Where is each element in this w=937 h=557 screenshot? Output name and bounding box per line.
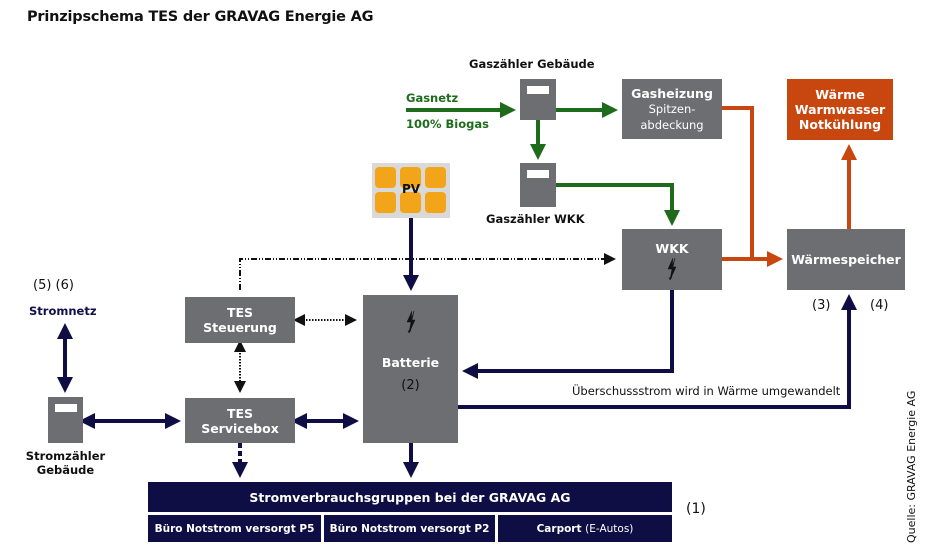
surplus-label: Überschussstrom wird in Wärme umgewandel… bbox=[572, 384, 841, 398]
power-meter-label-1: Stromzähler bbox=[25, 449, 106, 463]
pv-panel: PV bbox=[372, 163, 450, 218]
gasheizung-title: Gasheizung bbox=[631, 85, 713, 101]
consumers-header: Stromverbrauchsgruppen bei der GRAVAG AG bbox=[148, 482, 672, 512]
pv-cell bbox=[400, 167, 421, 188]
pv-cell bbox=[375, 167, 396, 188]
consumer-group: Carport (E-Autos) bbox=[498, 515, 672, 542]
gas-meter-building-label: Gaszähler Gebäude bbox=[469, 57, 595, 71]
power-meter-label: Stromzähler Gebäude bbox=[23, 449, 108, 477]
meter-display bbox=[55, 404, 77, 412]
pv-cell bbox=[400, 192, 421, 213]
lightning-icon bbox=[406, 311, 415, 334]
tes-servicebox-line-1: TES bbox=[226, 405, 254, 421]
pv-cell bbox=[375, 192, 396, 213]
consumer-group: Büro Notstrom versorgt P2 bbox=[324, 515, 495, 542]
lightning-icon bbox=[667, 258, 677, 281]
heat-line-gasheizung-to-speicher bbox=[722, 106, 754, 259]
tes-steuerung-line-1: TES bbox=[226, 305, 254, 320]
gasheizung-subtitle-1: Spitzen- bbox=[648, 101, 696, 116]
grid-label: Stromnetz bbox=[29, 304, 97, 318]
gas-source-sublabel: 100% Biogas bbox=[406, 117, 489, 131]
gas-meter-wkk bbox=[520, 163, 556, 207]
batterie-box: Batterie (2) bbox=[363, 295, 458, 443]
waerme-line-2: Warmwasser bbox=[794, 102, 886, 117]
power-meter-label-2: Gebäude bbox=[36, 463, 95, 477]
ref-3: (3) bbox=[812, 298, 831, 313]
waerme-line-1: Wärme bbox=[815, 87, 865, 102]
ref-1: (1) bbox=[686, 501, 706, 517]
batterie-title: Batterie bbox=[381, 355, 440, 370]
pv-cell bbox=[425, 192, 446, 213]
consumer-group: Büro Notstrom versorgt P5 bbox=[148, 515, 321, 542]
power-line-wkk-to-batterie bbox=[462, 290, 674, 379]
consumer-group-label: Carport bbox=[536, 522, 582, 535]
batterie-ref: (2) bbox=[401, 378, 420, 393]
waerme-line-3: Notkühlung bbox=[798, 117, 882, 132]
tes-servicebox-box: TES Servicebox bbox=[185, 398, 295, 443]
gas-source-label: Gasnetz bbox=[406, 91, 459, 105]
gas-meter-wkk-label: Gaszähler WKK bbox=[486, 212, 585, 226]
consumer-group-label: Büro Notstrom versorgt P5 bbox=[154, 522, 315, 535]
consumer-group-note: (E-Autos) bbox=[585, 522, 634, 535]
diagram-title: Prinzipschema TES der GRAVAG Energie AG bbox=[27, 9, 374, 25]
tes-servicebox-line-2: Servicebox bbox=[201, 420, 279, 436]
source-credit: Quelle: GRAVAG Energie AG bbox=[905, 390, 918, 543]
gas-line-wkk-meter-to-wkk bbox=[556, 183, 680, 226]
gasheizung-subtitle-2: abdeckung bbox=[640, 117, 704, 132]
grid-refs: (5) (6) bbox=[33, 278, 74, 293]
waerme-box: Wärme Warmwasser Notkühlung bbox=[787, 79, 893, 140]
meter-display bbox=[527, 86, 549, 94]
control-line-steuerung-to-wkk bbox=[239, 253, 616, 290]
power-line-batterie-to-speicher bbox=[458, 294, 857, 409]
tes-steuerung-box: TES Steuerung bbox=[185, 297, 295, 343]
pv-cell bbox=[425, 167, 446, 188]
consumer-group-label: Büro Notstrom versorgt P2 bbox=[329, 522, 490, 535]
meter-display bbox=[527, 170, 549, 178]
ref-4: (4) bbox=[870, 298, 889, 313]
power-meter-building bbox=[48, 397, 83, 443]
waermespeicher-box: Wärmespeicher bbox=[787, 229, 905, 290]
gas-meter-building bbox=[520, 79, 556, 120]
wkk-box: WKK bbox=[622, 229, 722, 290]
gasheizung-box: Gasheizung Spitzen- abdeckung bbox=[622, 79, 722, 139]
waermespeicher-title: Wärmespeicher bbox=[791, 252, 901, 267]
pv-label: PV bbox=[401, 182, 421, 196]
tes-steuerung-line-2: Steuerung bbox=[203, 320, 277, 335]
wkk-title: WKK bbox=[655, 241, 689, 256]
